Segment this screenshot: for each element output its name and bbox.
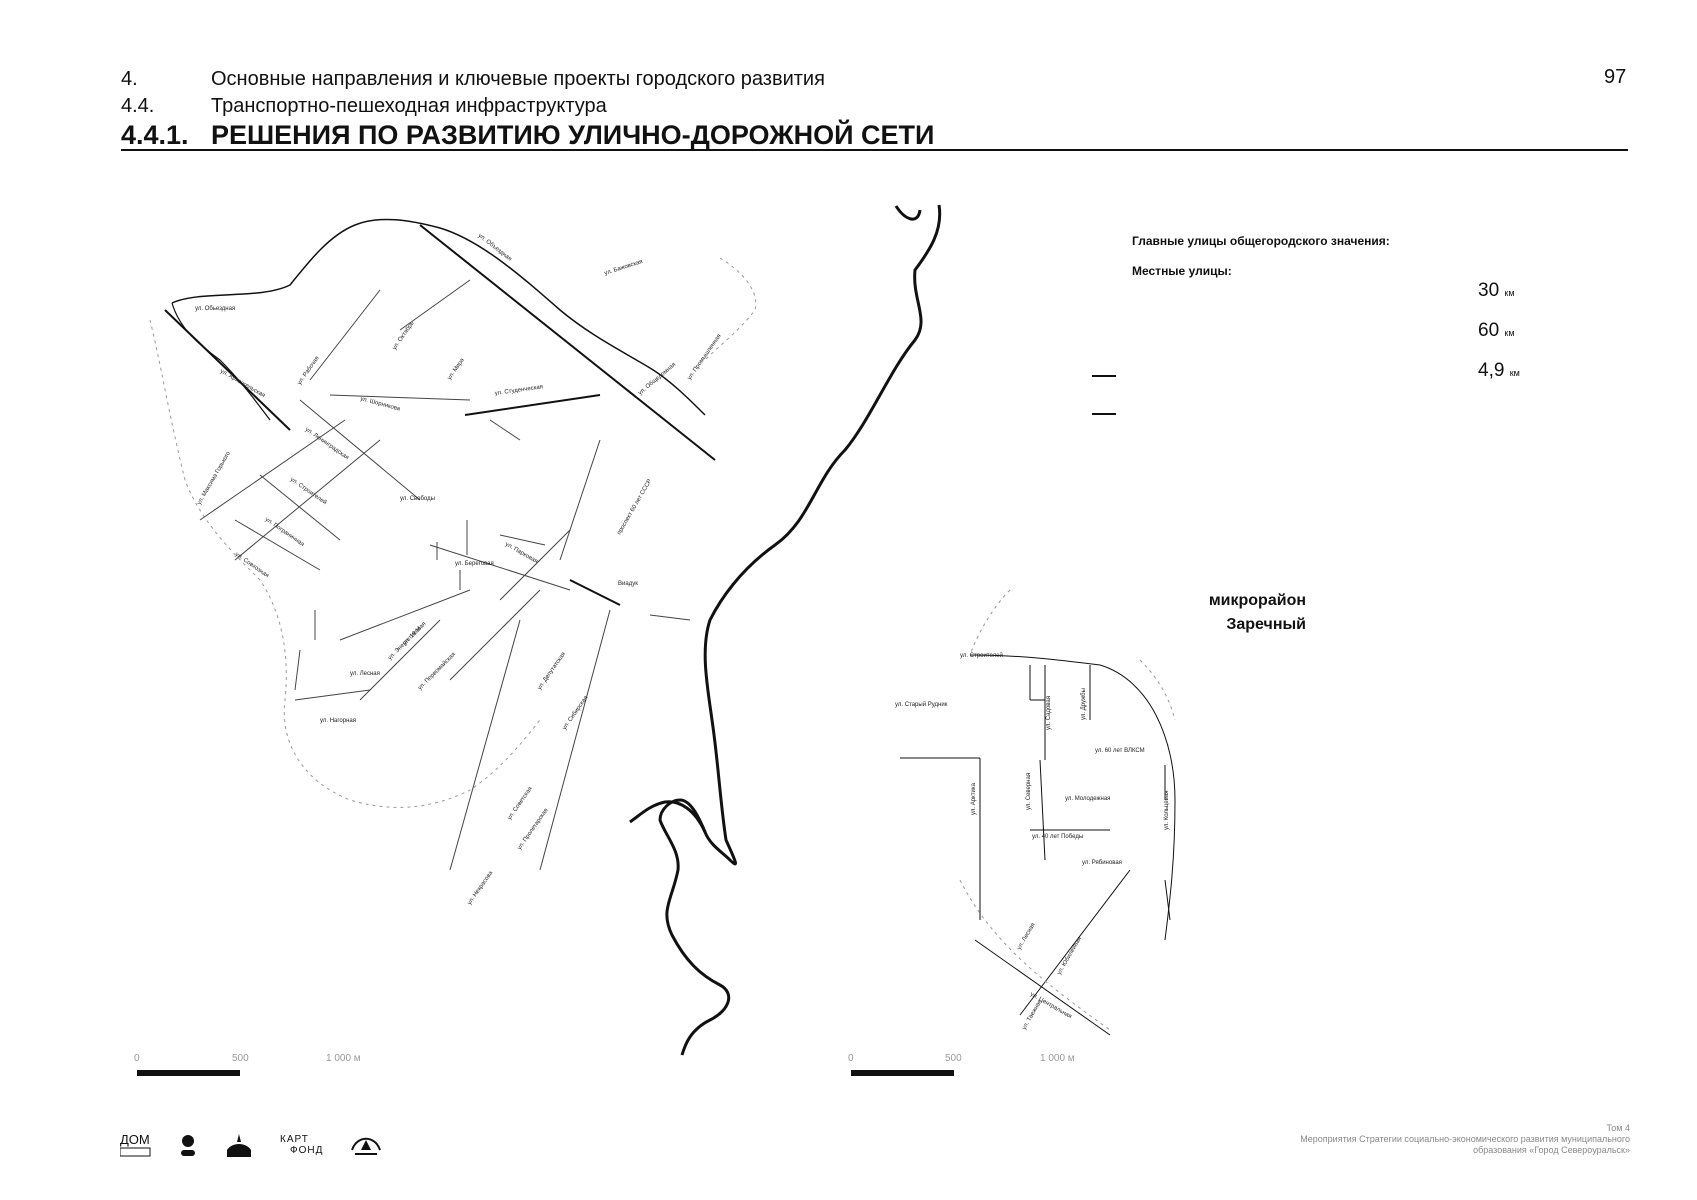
kartfond-logo-line2: ФОНД (290, 1145, 324, 1156)
street-label: проспект 60 лет СССР (617, 478, 654, 536)
street-label: ул. Дружбы (1081, 688, 1087, 720)
street-label: ул. Мира (447, 357, 466, 381)
street-label: ул. Совхозная (234, 552, 270, 580)
heading-subsection: 4.4. Транспортно-пешеходная инфраструкту… (121, 95, 607, 118)
svg-text:ДОМ: ДОМ (120, 1132, 150, 1147)
legend-value: 60 (1478, 320, 1500, 341)
street-label: ул. Старый Рудник (895, 701, 948, 708)
street-label: ул. Сибирская (562, 695, 590, 731)
city-boundary (171, 218, 706, 416)
street-label: ул. Максима Горького (197, 450, 233, 506)
street-label: ул. 19 Мая (402, 621, 427, 646)
legend-unit: км (1504, 328, 1515, 338)
river-branch (629, 800, 707, 833)
local-streets (199, 279, 691, 871)
page-title-text: РЕШЕНИЯ ПО РАЗВИТИЮ УЛИЧНО-ДОРОЖНОЙ СЕТИ (211, 120, 935, 150)
river (658, 204, 942, 1056)
street-label: ул. Лесная (1017, 922, 1037, 951)
street-label: ул. Бажовская (604, 259, 644, 277)
street-label: Виадук (618, 581, 638, 587)
street-label: ул. Рябиновая (1082, 860, 1122, 866)
street-label: ул. Строителей (960, 652, 1003, 659)
street-label: ул. Нагорная (320, 718, 356, 724)
page-title: 4.4.1. РЕШЕНИЯ ПО РАЗВИТИЮ УЛИЧНО-ДОРОЖН… (121, 120, 934, 151)
street-label: ул. Архангельская (219, 369, 266, 400)
zarechny-boundary (959, 589, 1176, 1031)
footer-note-line3: образования «Город Североуральск» (1473, 1145, 1630, 1155)
kartfond-logo-line1: КАРТ (280, 1134, 309, 1145)
legend-unit: км (1509, 368, 1520, 378)
district-label-line2: Заречный (1226, 616, 1306, 633)
emblem-logo-icon (227, 1134, 251, 1157)
bird-logo-icon (351, 1137, 382, 1155)
street-label: ул. Общедомная (637, 362, 677, 397)
heading-section-title: Основные направления и ключевые проекты … (211, 68, 825, 90)
street-labels: ул. Обьездная ул. Объездная ул. Бажовска… (195, 233, 1170, 1031)
scale-tick: 1 000 м (326, 1053, 361, 1064)
heading-subsection-title: Транспортно-пешеходная инфраструктура (211, 95, 607, 117)
street-label: ул. Студенческая (494, 384, 543, 397)
scale-tick: 0 (134, 1053, 140, 1064)
street-label: ул. 60 лет ВЛКСМ (1095, 748, 1145, 754)
street-label: ул. Пограничная (264, 517, 305, 548)
street-label: ул. Депутатская (537, 651, 567, 691)
footer-note: Том 4 Мероприятия Стратегии социально-эк… (1230, 1123, 1630, 1156)
street-label: ул. Октябрь (392, 321, 416, 351)
street-label: ул. Первомайская (416, 651, 457, 692)
heading-section-number: 4. (121, 68, 138, 90)
street-label: ул. Юбилейная (1056, 936, 1083, 976)
street-label: ул. Парковая (504, 542, 539, 565)
header-rule (121, 149, 1628, 151)
page-title-number: 4.4.1. (121, 120, 189, 150)
footer-logos: ДОМ КАРТ ФОНД (120, 1130, 383, 1160)
street-label: ул. Таежная (1022, 999, 1044, 1031)
street-label: ул. Молодежная (1065, 796, 1110, 802)
legend-value-3: 4,9 км (1478, 360, 1520, 382)
street-label: ул. Шорникова (359, 396, 401, 413)
legend-unit: км (1504, 288, 1515, 298)
legend-value: 4,9 (1478, 360, 1505, 381)
legend-value: 30 (1478, 280, 1500, 301)
scale-tick: 500 (232, 1053, 249, 1064)
district-label-line1: микрорайон (1208, 592, 1306, 609)
legend-main-streets: Главные улицы общегородского значения: (1132, 234, 1390, 248)
city-boundary-dotted (149, 257, 757, 808)
dom-logo-icon: ДОМ (120, 1132, 151, 1157)
street-label: ул. Береговая (455, 561, 494, 567)
district-label: микрорайон Заречный (1150, 589, 1306, 637)
footer-note-line2: Мероприятия Стратегии социально-экономич… (1300, 1134, 1630, 1144)
kartfond-logo: КАРТ ФОНД (280, 1134, 323, 1156)
footer-note-line1: Том 4 (1606, 1123, 1631, 1133)
street-label: ул. Кольцевая (1164, 791, 1170, 830)
city-boundary-west (171, 302, 271, 421)
legend-value-1: 30 км (1478, 280, 1515, 302)
street-label: ул. Пролетарская (517, 808, 550, 852)
page-number: 97 (1604, 66, 1627, 88)
heading-subsection-number: 4.4. (121, 95, 155, 117)
scale-tick: 1 000 м (1040, 1053, 1075, 1064)
street-label: ул. Садовая (1046, 696, 1052, 730)
street-label: ул. Северная (1026, 773, 1032, 810)
legend-local-streets: Местные улицы: (1132, 264, 1232, 278)
street-label: ул. Лесная (350, 671, 380, 677)
scale-tick: 500 (945, 1053, 962, 1064)
figure-logo-icon (181, 1135, 195, 1156)
street-label: ул. Арктика (971, 782, 977, 815)
street-label: ул. Некрасова (467, 870, 495, 906)
street-label: ул. Обьездная (195, 306, 235, 312)
scale-bar-left: 0 500 1 000 м (134, 1053, 361, 1076)
street-label: ул. Советская (507, 786, 534, 821)
heading-section: 4. Основные направления и ключевые проек… (121, 68, 825, 91)
legend-value-2: 60 км (1478, 320, 1515, 342)
scale-bar-right: 0 500 1 000 м (848, 1053, 1075, 1076)
zarechny-streets (900, 654, 1176, 1036)
street-label: ул. Свободы (400, 496, 435, 502)
street-label: ул. Промышленная (687, 333, 723, 381)
street-label: ул. Строителей (289, 476, 328, 506)
main-streets (164, 224, 716, 606)
street-label: ул. 40 лет Победы (1032, 834, 1083, 840)
scale-tick: 0 (848, 1053, 854, 1064)
